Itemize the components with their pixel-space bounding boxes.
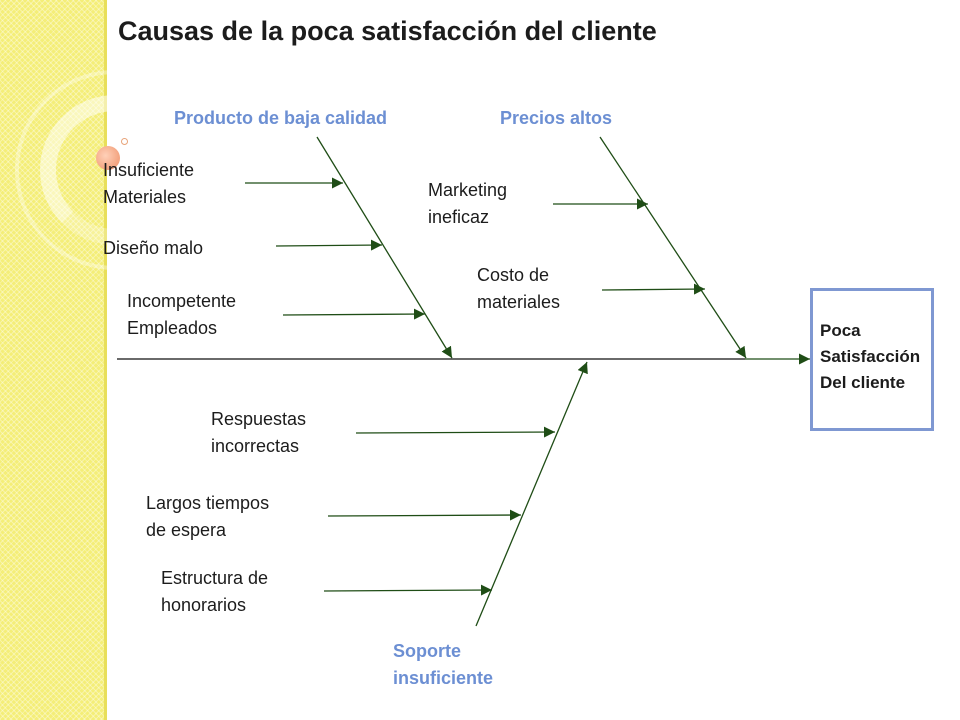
cause-incompetente-empleados: Incompetente Empleados [127,288,236,342]
cause-largos-tiempos: Largos tiempos de espera [146,490,269,544]
page-title: Causas de la poca satisfacción del clien… [118,16,657,46]
category-soporte-line-1: Soporte [393,641,462,661]
cause-line: materiales [477,292,561,312]
cause-line: Marketing [428,180,508,200]
cause-costo-materiales: Costo de materiales [477,262,560,316]
cause-diseno-malo: Diseño malo [103,235,203,262]
effect-box [810,288,934,431]
effect-line-2: Satisfacción [820,347,921,366]
cause-line: incorrectas [211,436,300,456]
decorative-ring [121,138,128,145]
cause-line: ineficaz [428,207,490,227]
cause-line: Insuficiente [103,160,195,180]
bone-precios [599,136,747,359]
category-precios-label: Precios altos [500,108,613,128]
arrow-respuestas-incorrectas [355,426,556,438]
decorative-dot [96,146,120,170]
arrow-estructura-honorarios [323,584,493,596]
cause-line: Diseño malo [103,238,204,258]
bone-soporte [475,361,588,627]
category-soporte-line-2: insuficiente [393,668,494,688]
cause-line: Respuestas [211,409,307,429]
arrow-costo-materiales [601,283,706,295]
arrow-diseno-malo [275,239,383,251]
cause-insuficiente-materiales: Insuficiente Materiales [103,157,194,211]
cause-line: Estructura de [161,568,269,588]
effect-line-1: Poca [820,321,861,340]
effect-label: Poca Satisfacción Del cliente [820,318,920,396]
cause-line: Empleados [127,318,218,338]
cause-line: Materiales [103,187,187,207]
arrow-largos-tiempos [327,509,522,521]
sidebar-edge [104,0,107,720]
cause-line: Costo de [477,265,550,285]
arrow-incompetente-empleados [282,308,426,320]
cause-estructura-honorarios: Estructura de honorarios [161,565,268,619]
cause-line: Incompetente [127,291,237,311]
decorative-arc-outer [15,70,215,270]
category-soporte-label: Soporte insuficiente [393,638,493,692]
category-producto-label: Producto de baja calidad [174,108,388,128]
cause-line: honorarios [161,595,247,615]
cause-line: de espera [146,520,227,540]
cause-respuestas-incorrectas: Respuestas incorrectas [211,406,306,460]
bone-producto [316,136,453,359]
cause-marketing-ineficaz: Marketing ineficaz [428,177,507,231]
effect-line-3: Del cliente [820,373,906,392]
cause-line: Largos tiempos [146,493,270,513]
